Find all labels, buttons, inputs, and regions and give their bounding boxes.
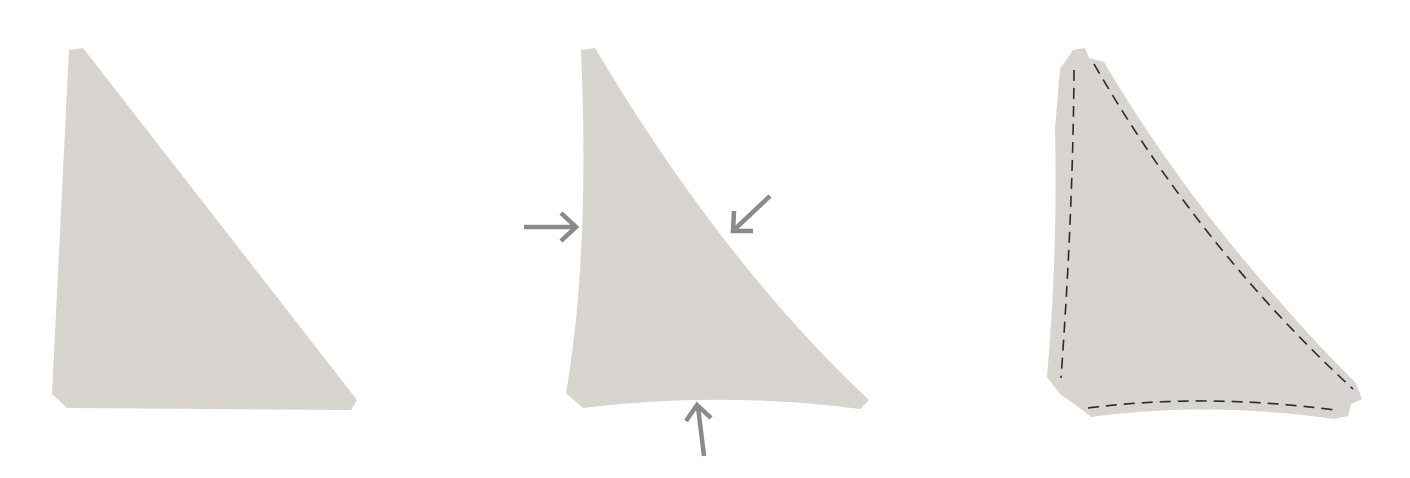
- finished-panel: [1047, 48, 1362, 419]
- finished-panel-shape: [1047, 48, 1362, 419]
- curved-panel-shape: [566, 48, 869, 409]
- flat-panel-shape: [52, 48, 357, 410]
- arrow-diagonal-edge-shaft: [733, 194, 772, 231]
- arrow-left-edge: [524, 211, 580, 243]
- arrow-bottom-edge: [684, 401, 713, 457]
- arrow-left-edge-head: [559, 211, 580, 243]
- arrow-diagonal-edge: [730, 194, 772, 234]
- finished-panel-seam-line: [1060, 63, 1354, 411]
- arrow-diagonal-edge-head: [730, 210, 753, 234]
- flat-panel: [52, 48, 357, 410]
- arrow-bottom-edge-head: [684, 401, 713, 423]
- curved-panel: [524, 48, 869, 457]
- arrow-bottom-edge-shaft: [695, 406, 707, 457]
